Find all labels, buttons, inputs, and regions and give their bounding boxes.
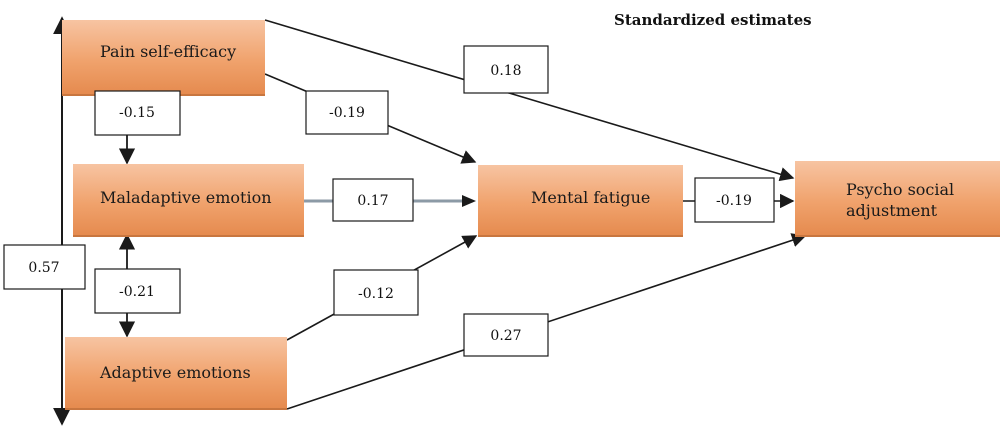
coef-pain-fatigue: -0.19 — [329, 105, 365, 121]
coef-pain-adaptive: 0.57 — [28, 260, 59, 276]
coef-fatigue-psycho: -0.19 — [716, 193, 752, 209]
coef-pain-psycho: 0.18 — [490, 63, 521, 79]
node-maladaptive-emotion: Maladaptive emotion — [73, 164, 304, 237]
node-fatigue-label: Mental fatigue — [531, 188, 650, 207]
coef-adaptive-psycho: 0.27 — [490, 328, 521, 344]
coef-box-pain-psycho: 0.18 — [463, 45, 549, 94]
node-adaptive-emotions: Adaptive emotions — [65, 337, 287, 410]
coef-box-maladaptive-fatigue: 0.17 — [332, 178, 414, 222]
coef-maladaptive-adaptive: -0.21 — [119, 284, 155, 300]
diagram-title: Standardized estimates — [614, 11, 812, 29]
path-pain-to-psycho — [264, 19, 795, 182]
coef-pain-maladaptive: -0.15 — [119, 105, 155, 121]
coef-box-fatigue-psycho: -0.19 — [694, 177, 775, 223]
coef-box-adaptive-fatigue: -0.12 — [333, 269, 419, 316]
coef-box-pain-adaptive: 0.57 — [3, 244, 86, 290]
coef-maladaptive-fatigue: 0.17 — [357, 193, 388, 209]
node-adaptive-label: Adaptive emotions — [99, 363, 251, 382]
arrowhead-maladaptive-to-fatigue — [462, 195, 476, 207]
coef-box-adaptive-psycho: 0.27 — [463, 313, 549, 357]
node-pain-self-efficacy: Pain self-efficacy — [62, 20, 265, 96]
node-mental-fatigue: Mental fatigue — [478, 165, 683, 237]
node-pain-label: Pain self-efficacy — [100, 42, 236, 61]
coef-box-pain-maladaptive: -0.15 — [94, 90, 181, 136]
node-psycho-social-adjustment: Psycho social adjustment — [795, 161, 1000, 237]
coef-box-maladaptive-adaptive: -0.21 — [94, 268, 181, 314]
node-psycho-label-line2: adjustment — [846, 201, 938, 220]
node-psycho-label-line1: Psycho social — [846, 180, 954, 199]
coef-box-pain-fatigue: -0.19 — [305, 90, 389, 135]
coef-adaptive-fatigue: -0.12 — [358, 286, 394, 302]
node-maladaptive-label: Maladaptive emotion — [100, 188, 272, 207]
